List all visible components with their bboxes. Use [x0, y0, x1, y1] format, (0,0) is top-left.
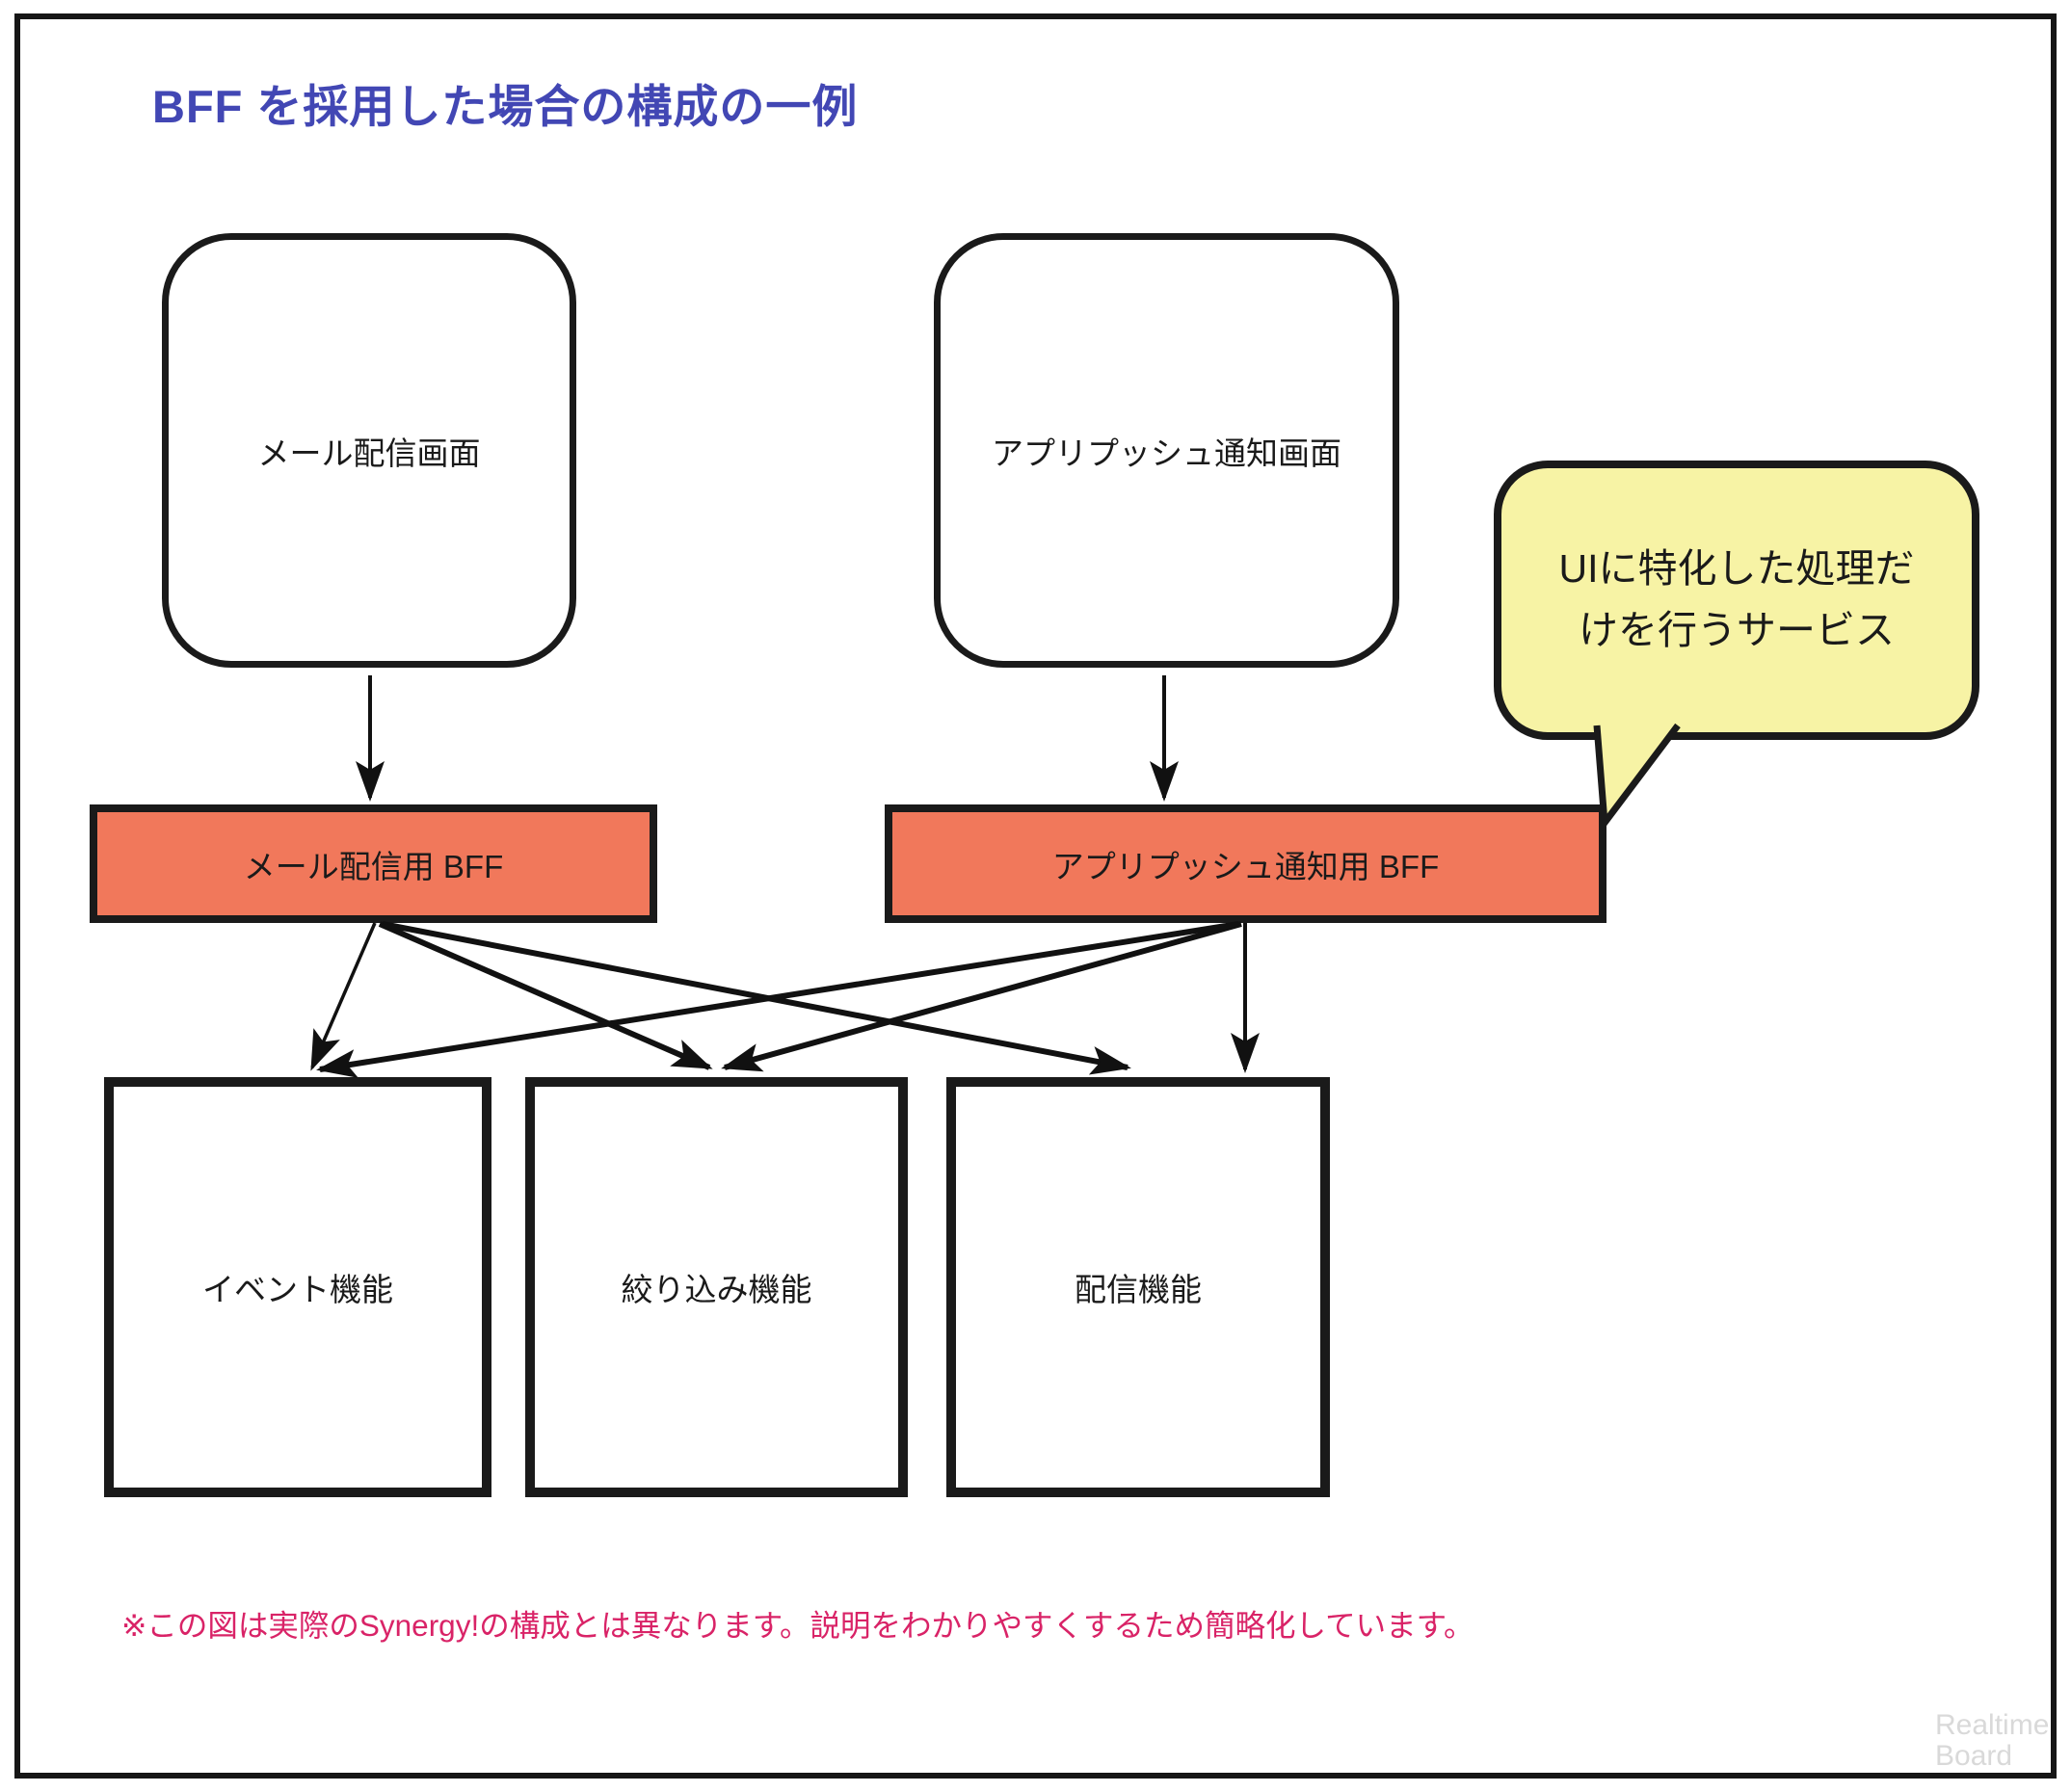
node-screen-push-label: アプリプッシュ通知画面 [992, 435, 1341, 471]
watermark-line-1: Realtime [1935, 1709, 2050, 1741]
node-bff-mail: メール配信用 BFF [90, 804, 657, 923]
node-bff-push-label: アプリプッシュ通知用 BFF [1051, 848, 1440, 884]
node-feature-filter: 絞り込み機能 [525, 1077, 908, 1497]
callout-line-2: けを行うサービス [1579, 608, 1895, 652]
node-bff-push: アプリプッシュ通知用 BFF [885, 804, 1606, 923]
node-feature-delivery-label: 配信機能 [1075, 1272, 1202, 1307]
watermark: Realtime Board [1935, 1709, 2050, 1773]
callout-line-1: UIに特化した処理だ [1558, 546, 1915, 592]
diagram-title: BFF を採用した場合の構成の一例 [152, 81, 859, 132]
node-screen-mail-label: メール配信画面 [257, 435, 481, 471]
node-bff-mail-label: メール配信用 BFF [243, 848, 504, 884]
node-feature-event: イベント機能 [104, 1077, 491, 1497]
callout-bubble: UIに特化した処理だ けを行うサービス [1494, 461, 1979, 740]
watermark-line-2: Board [1935, 1740, 2013, 1773]
node-feature-event-label: イベント機能 [202, 1272, 393, 1307]
outer-frame [14, 13, 2057, 1779]
node-screen-push: アプリプッシュ通知画面 [934, 233, 1399, 668]
node-screen-mail: メール配信画面 [162, 233, 576, 668]
node-feature-filter-label: 絞り込み機能 [621, 1272, 812, 1307]
footnote: ※この図は実際のSynergy!の構成とは異なります。説明をわかりやすくするため… [121, 1608, 1474, 1643]
node-feature-delivery: 配信機能 [946, 1077, 1330, 1497]
